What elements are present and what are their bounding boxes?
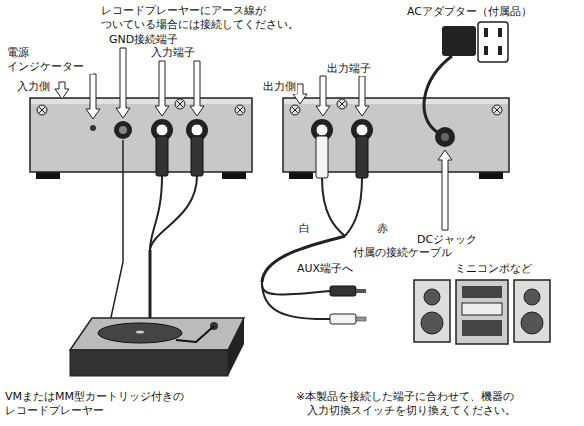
label: 入力端子 — [150, 46, 196, 60]
pointer-arrow — [438, 150, 452, 230]
label: 白 — [298, 222, 311, 236]
label: ACアダプター（付属品） — [406, 5, 533, 19]
pointer-arrow — [355, 76, 369, 116]
label: ミニコンポなど — [454, 262, 533, 276]
label: 出力側 — [262, 80, 297, 94]
label: VMまたはMM型カートリッジ付きの レコードプレーヤー — [4, 390, 198, 418]
label: 出力端子 — [326, 62, 372, 76]
pointer-arrow — [316, 76, 330, 116]
output-cables — [262, 178, 362, 319]
pointer-arrow — [155, 61, 169, 116]
label: 電源 インジケーター — [6, 46, 93, 74]
mini-component — [414, 280, 550, 344]
pointer-arrow — [116, 48, 130, 118]
record-player — [70, 318, 244, 376]
output-panel — [283, 98, 509, 179]
label: ※本製品を接続した端子に合わせて、機器の 入力切換スイッチを切り換えてください。 — [296, 390, 566, 418]
input-cables — [110, 140, 197, 324]
input-panel — [30, 98, 252, 179]
pointer-arrow — [190, 61, 204, 116]
ac-adapter — [424, 22, 508, 132]
label: GND接続端子 — [108, 33, 179, 47]
pointer-arrow — [86, 74, 100, 119]
label: DCジャック — [416, 233, 478, 247]
pointer-arrows — [55, 48, 452, 230]
pointer-arrow — [55, 82, 69, 99]
label: レコードプレーヤーにアース線が ついている場合には接続してください。 — [100, 4, 307, 32]
label: AUX端子へ — [296, 262, 354, 276]
label: 入力側 — [16, 80, 51, 94]
label: 赤 — [376, 222, 389, 236]
label: 付属の接続ケーブル — [352, 246, 453, 260]
